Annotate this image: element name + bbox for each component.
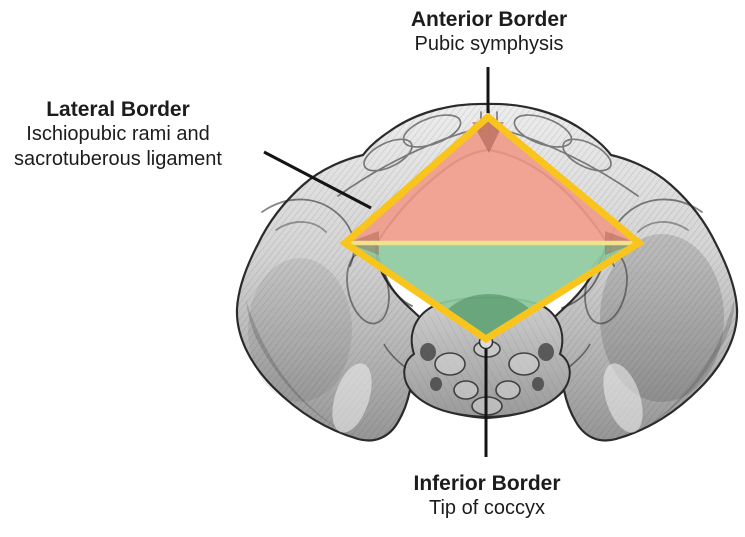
lateral-border-label: Lateral Border Ischiopubic rami and sacr… — [1, 97, 235, 172]
anterior-border-label: Anterior Border Pubic symphysis — [411, 7, 567, 57]
inferior-border-title: Inferior Border — [413, 472, 561, 495]
urogenital-triangle — [345, 117, 639, 243]
lateral-border-title: Lateral Border — [46, 98, 190, 121]
lateral-border-subtitle-line2: sacrotuberous ligament — [14, 148, 222, 170]
perineum-diamond-overlay — [339, 112, 645, 344]
inferior-border-subtitle: Tip of coccyx — [429, 497, 545, 519]
anterior-border-title: Anterior Border — [410, 8, 568, 31]
pubic-symphysis-shadow — [472, 122, 504, 153]
diamond-outline — [339, 112, 645, 344]
lateral-pointer-line — [263, 150, 372, 210]
pubic-arch-detail — [337, 109, 639, 197]
pointer-lines — [263, 67, 490, 457]
anal-triangle — [345, 243, 639, 339]
lateral-border-subtitle-line1: Ischiopubic rami and — [26, 123, 210, 145]
inferior-border-label: Inferior Border Tip of coccyx — [413, 471, 560, 521]
anterior-border-subtitle: Pubic symphysis — [414, 33, 564, 55]
